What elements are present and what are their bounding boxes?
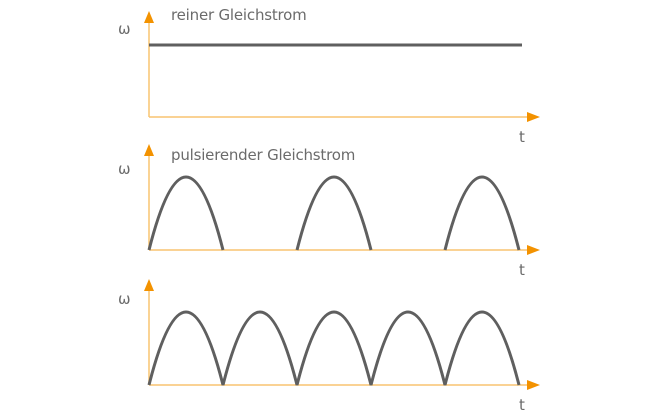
- x-axis-label: t: [519, 128, 525, 146]
- panel-full-wave: [144, 279, 540, 390]
- y-axis-label: ω: [118, 160, 131, 178]
- panel-half-wave: [144, 144, 540, 255]
- y-axis-arrow-icon: [144, 279, 154, 291]
- x-axis-label: t: [519, 396, 525, 414]
- x-axis-arrow-icon: [527, 112, 540, 122]
- pulse-arc: [443, 175, 521, 251]
- panel-title: reiner Gleichstrom: [171, 6, 307, 24]
- x-axis-label: t: [519, 261, 525, 279]
- y-axis-arrow-icon: [144, 11, 154, 23]
- y-axis-label: ω: [118, 20, 131, 38]
- y-axis-arrow-icon: [144, 144, 154, 156]
- pulse-arc: [147, 175, 225, 251]
- panel-constant: [144, 11, 540, 122]
- x-axis-arrow-icon: [527, 380, 540, 390]
- panel-title: pulsierender Gleichstrom: [171, 146, 356, 164]
- pulse-arc: [295, 175, 373, 251]
- y-axis-label: ω: [118, 290, 131, 308]
- x-axis-arrow-icon: [527, 245, 540, 255]
- full-wave-curve: [147, 310, 521, 386]
